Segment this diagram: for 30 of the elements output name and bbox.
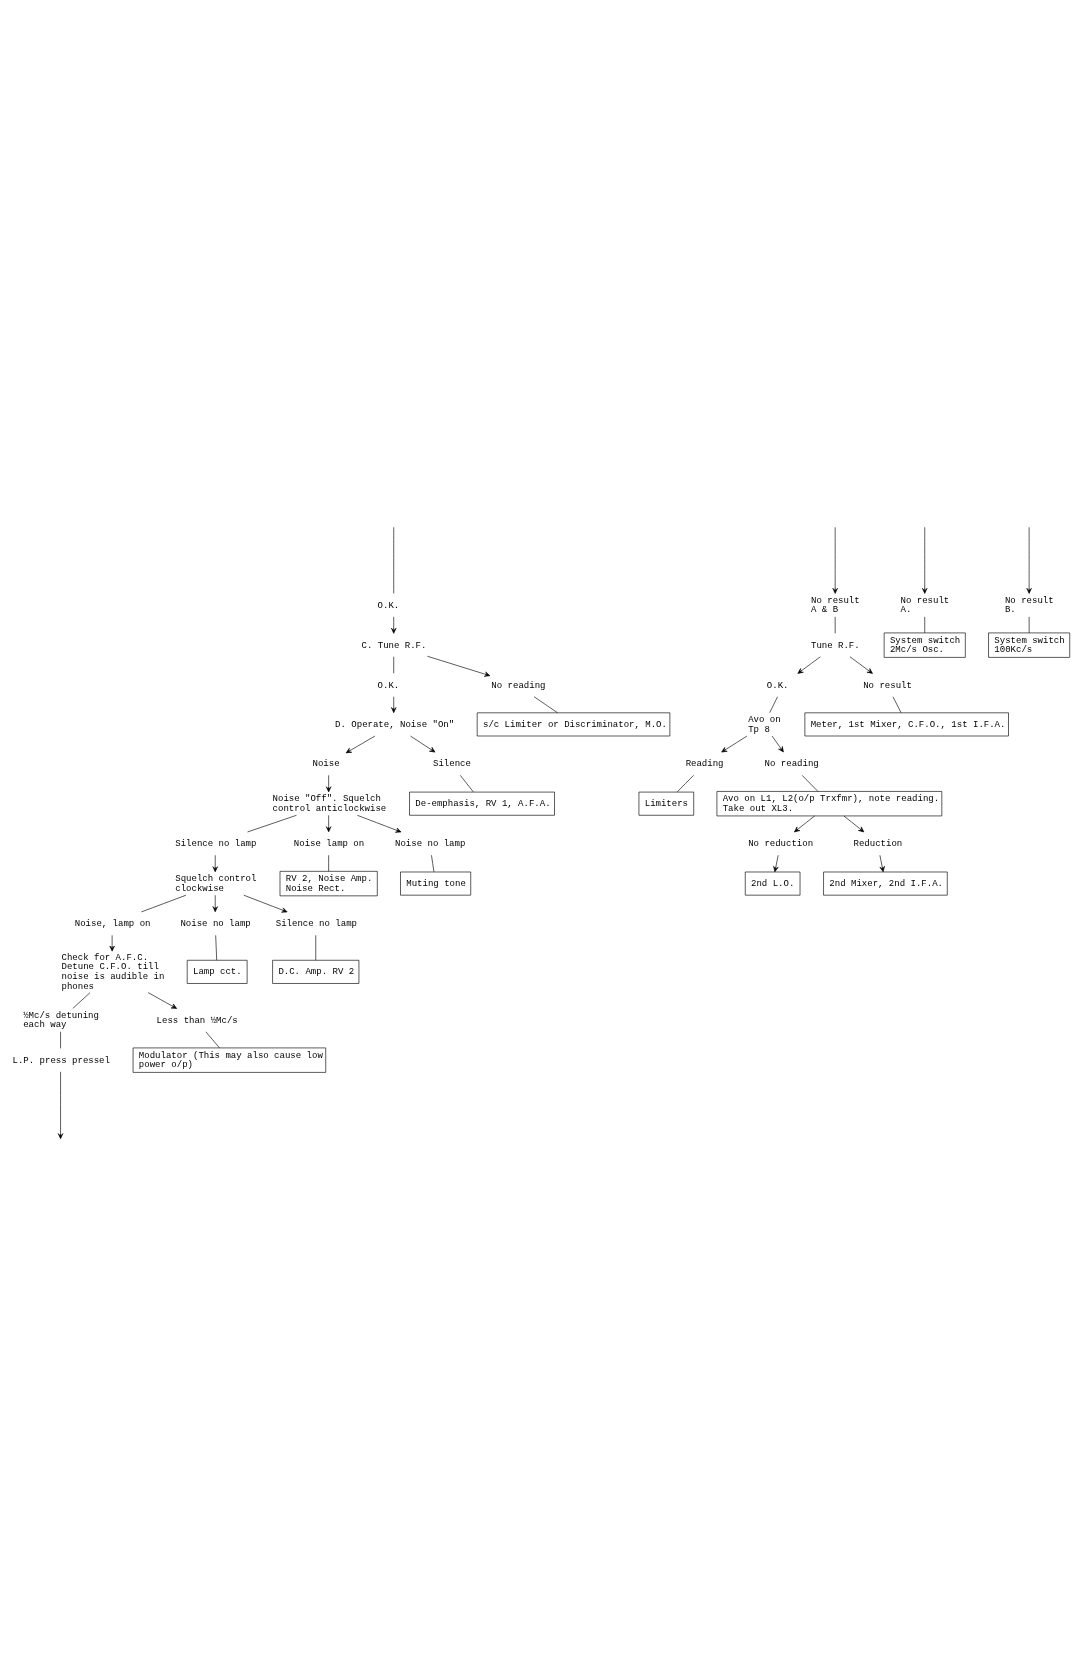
node-text: Reduction: [853, 837, 903, 849]
node-text: C. Tune R.F.: [361, 639, 427, 651]
node-text: Less than ½Mc/s: [156, 1014, 238, 1026]
node-text: Noise: [312, 757, 340, 769]
node-text: Silence no lamp: [275, 917, 357, 929]
node-text: O.K.: [377, 678, 400, 690]
node-text: Noise no lamp: [395, 837, 466, 849]
node-text: No result A & B: [811, 594, 860, 615]
node-text: No reading: [764, 757, 819, 769]
node-text: O.K.: [766, 678, 789, 690]
node-text: Avo on Tp 8: [748, 713, 781, 735]
node-text: Silence: [433, 757, 471, 769]
node-text: D. Operate, Noise "On": [335, 718, 455, 730]
node-text: Reading: [685, 757, 724, 769]
node-text: O.K.: [377, 599, 400, 611]
node-text: Noise, lamp on: [74, 917, 151, 929]
node-text: No result A.: [900, 594, 950, 615]
node-text: ½Mc/s detuning each way: [23, 1009, 99, 1030]
node-text: Check for A.F.C. Detune C.F.O. till noise is audible in phones: [61, 951, 165, 992]
node-text: No result: [863, 678, 912, 690]
node-text: No result B.: [1004, 594, 1054, 615]
node-text: No reduction: [748, 837, 814, 849]
node-text: No reading: [491, 678, 546, 690]
node-text: Noise no lamp: [180, 917, 251, 929]
node-text: L.P. press pressel: [12, 1054, 110, 1066]
node-text: Tune R.F.: [811, 639, 860, 651]
node-text: Noise "Off". Squelch control anticlockwise: [272, 792, 387, 814]
node-text: Silence no lamp: [175, 837, 257, 849]
node-text: Squelch control clockwise: [175, 872, 257, 894]
node-text: Noise lamp on: [293, 837, 365, 849]
